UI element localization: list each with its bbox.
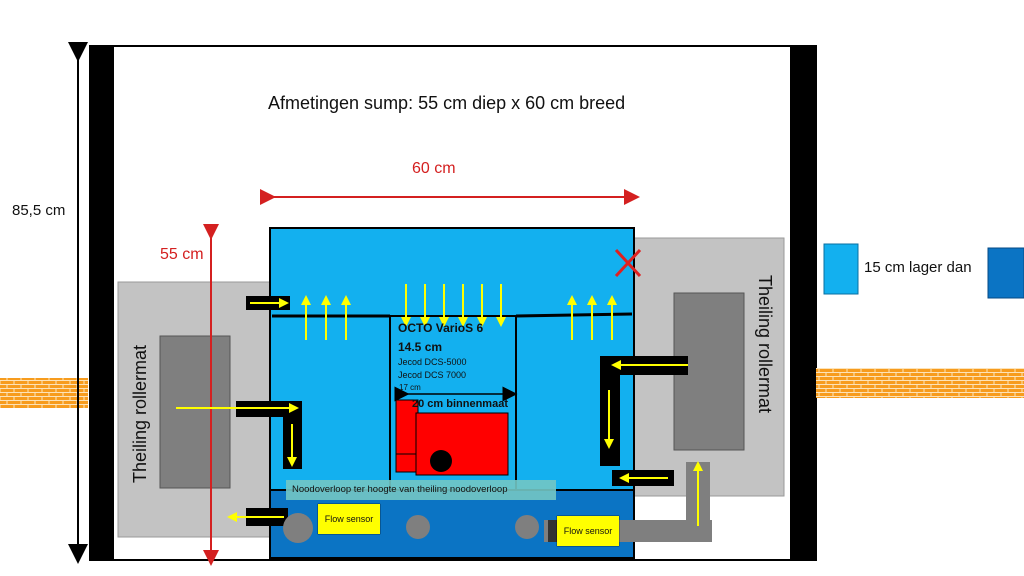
baffle-right-horizontal	[515, 312, 633, 318]
skimmer-size: 14.5 cm	[398, 340, 443, 354]
flow-arrows	[176, 284, 703, 526]
flow-sensor-left-label: Flow sensor	[318, 504, 380, 534]
diagram-title: Afmetingen sump: 55 cm diep x 60 cm bree…	[268, 93, 626, 113]
outlet-hole-1	[283, 513, 313, 543]
skimmer-pump-outlet	[430, 450, 452, 472]
outlet-hole-2	[406, 515, 430, 539]
inner-width-label: 17 cm	[399, 383, 421, 392]
legend-swatch-upper	[823, 243, 859, 295]
depth-label: 55 cm	[160, 246, 204, 263]
width-label: 60 cm	[412, 160, 456, 177]
cabinet-right-wall	[790, 46, 816, 560]
legend-text: 15 cm lager dan	[864, 259, 972, 276]
closed-marker-icon	[614, 248, 642, 278]
skimmer-pump-base	[395, 453, 419, 473]
brick-wall-left	[0, 378, 88, 408]
roller-mat-left	[159, 335, 231, 489]
roller-mat-left-label: Theiling rollermat	[130, 344, 150, 484]
overflow-note-band	[286, 480, 556, 500]
overflow-note: Noodoverloop ter hoogte van theiling noo…	[292, 484, 508, 495]
skimmer-body	[415, 412, 509, 476]
skimmer-model: OCTO VarioS 6	[398, 321, 484, 335]
skimmer-inner-note: 20 cm binnenmaat	[412, 398, 508, 410]
skimmer-option-2: Jecod DCS 7000	[398, 370, 467, 380]
height-label: 85,5 cm	[12, 202, 66, 219]
outlet-hole-3	[515, 515, 539, 539]
roller-mat-right-label: Theiling rollermat	[755, 274, 775, 414]
skimmer-option-1: Jecod DCS-5000	[398, 357, 467, 367]
cabinet-left-wall	[90, 46, 114, 560]
brick-wall-right	[816, 368, 1024, 398]
flow-sensor-right-label: Flow sensor	[557, 516, 619, 546]
legend-swatch-lower	[987, 247, 1024, 299]
